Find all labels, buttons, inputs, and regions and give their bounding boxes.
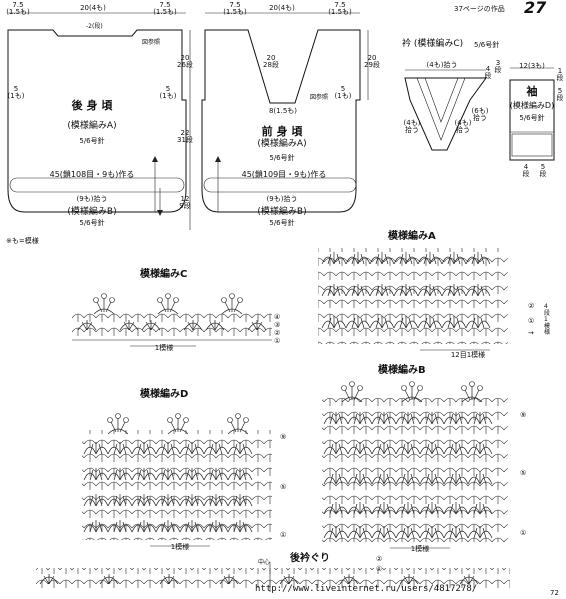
- front-title: 前 身 頃: [261, 125, 303, 138]
- sleeve-dim-top2: 5 段: [556, 87, 564, 102]
- chart-d-grid: [82, 413, 272, 547]
- back-shoulder-right: 7.5 (1.5も): [153, 1, 177, 16]
- sleeve-width: 12(3も): [519, 62, 545, 70]
- back-needle-a: 5/6号針: [79, 137, 105, 145]
- back-side-right: 5 (1も): [159, 85, 177, 100]
- chart-a-row-2: ②: [528, 302, 535, 310]
- sleeve-diagram: [509, 67, 555, 161]
- front-pattern-b: (模様編みB): [257, 207, 307, 217]
- front-cast-on: 45(鎖109目・9も)作る: [241, 170, 327, 179]
- sleeve-title: 袖: [526, 85, 538, 98]
- front-pattern-a: (模様編みA): [257, 139, 307, 149]
- chart-c-row-2: ②: [274, 329, 281, 337]
- collar-dim-3: 3 段: [494, 59, 502, 74]
- chart-a-side-note: 4 段 1 模 様: [544, 303, 551, 337]
- sleeve-dim-left: 4 段: [522, 163, 530, 178]
- collar-pick-top: (4も)拾う: [426, 61, 458, 69]
- front-shoulder-right: 7.5 (1.5も): [328, 1, 352, 16]
- back-side-left: 5 (1も): [7, 85, 25, 100]
- chart-d-row-5: ⑤: [280, 483, 287, 491]
- collar-side-left: (4も) 拾う: [403, 119, 421, 134]
- back-length-1: 20 26段: [177, 54, 193, 69]
- chart-a-row-1: ①: [528, 317, 535, 325]
- chart-c-grid: [72, 293, 272, 347]
- back-cast-on: 45(鎖108目・9も)作る: [49, 170, 135, 179]
- sleeve-needle: 5/6号針: [519, 114, 545, 122]
- sleeve-dim-top: 1 段: [556, 67, 564, 82]
- front-neck-bottom: 8(1.5も): [268, 107, 298, 115]
- back-neck-edging: [36, 562, 510, 592]
- back-hem: (9も)拾う: [76, 195, 108, 203]
- back-title: 後 身 頃: [71, 99, 113, 112]
- page-badge: 27: [524, 0, 547, 17]
- chart-c-repeat: 1模様: [154, 344, 174, 352]
- chart-d-row-9: ⑨: [280, 433, 287, 441]
- back-neck-depth: -2(段): [86, 23, 103, 30]
- chart-a-grid: [318, 248, 508, 351]
- back-length-3: 12 9段: [179, 195, 191, 210]
- back-shoulder-left: 7.5 (1.5も): [6, 1, 30, 16]
- front-depth-1: 20 28段: [263, 54, 279, 69]
- back-length-2: 22 31段: [177, 129, 193, 144]
- collar-side-right: (6も) 拾う: [471, 107, 489, 122]
- legend-note: ※も=模様: [6, 237, 39, 245]
- back-pattern-a: (模様編みA): [67, 121, 117, 131]
- back-neck-row-2: ②: [376, 555, 383, 563]
- chart-b-row-1: ①: [520, 529, 527, 537]
- chart-b-title: 模様編みB: [378, 365, 426, 376]
- front-neck-width: 20(4も): [269, 4, 295, 12]
- chart-a-repeat: 12目1模様: [450, 351, 486, 359]
- page-ref-text: 37ページの作品: [454, 5, 505, 13]
- collar-diagram: [404, 69, 487, 151]
- front-depth-2: 20 29段: [364, 54, 380, 69]
- collar-title: 衿 (模様編みC): [402, 39, 464, 49]
- watermark-url: http://www.liveinternet.ru/users/4817278…: [255, 584, 478, 594]
- chart-c-title: 模様編みC: [140, 269, 188, 280]
- page-number: 72: [550, 589, 559, 597]
- chart-d-row-1: ①: [280, 531, 287, 539]
- collar-needle: 5/6号針: [474, 41, 500, 49]
- front-hem: (9も)拾う: [266, 195, 298, 203]
- back-neck-title: 後衿ぐり: [290, 553, 330, 564]
- front-shoulder-left: 7.5 (1.5も): [223, 1, 247, 16]
- front-needle-a: 5/6号針: [269, 154, 295, 162]
- chart-a-title: 模様編みA: [388, 231, 436, 242]
- back-panel-diagram: [7, 12, 191, 230]
- back-pattern-b: (模様編みB): [67, 207, 117, 217]
- back-needle-b: 5/6号針: [79, 219, 105, 227]
- back-neck-width: 20(4も): [80, 4, 106, 12]
- chart-c-row-4: ④: [274, 313, 281, 321]
- back-neck-row-1: ①: [376, 565, 383, 573]
- front-side-right: 5 (1も): [334, 85, 352, 100]
- collar-dim-h: 4 段: [484, 65, 492, 80]
- collar-mid-left: (4も) 拾う: [454, 119, 472, 134]
- chart-b-row-5: ⑤: [520, 469, 527, 477]
- back-neck-center: 中心: [258, 559, 271, 566]
- front-needle-b: 5/6号針: [269, 219, 295, 227]
- back-ref-note: 図参照: [142, 39, 161, 46]
- chart-b-row-9: ⑨: [520, 411, 527, 419]
- front-panel-diagram: [201, 12, 369, 213]
- chart-b-repeat: 1模様: [410, 545, 430, 553]
- chart-d-repeat: 1模様: [170, 543, 190, 551]
- chart-d-title: 模様編みD: [140, 389, 189, 400]
- chart-b-grid: [322, 381, 508, 549]
- chart-c-row-3: ③: [274, 321, 281, 329]
- sleeve-pattern: (模様編みD): [509, 101, 555, 110]
- chart-a-row-arrow: →: [528, 329, 534, 337]
- front-ref-note: 図参照: [310, 94, 329, 101]
- sleeve-dim-right: 5 段: [539, 163, 547, 178]
- chart-c-row-1: ①: [274, 337, 281, 345]
